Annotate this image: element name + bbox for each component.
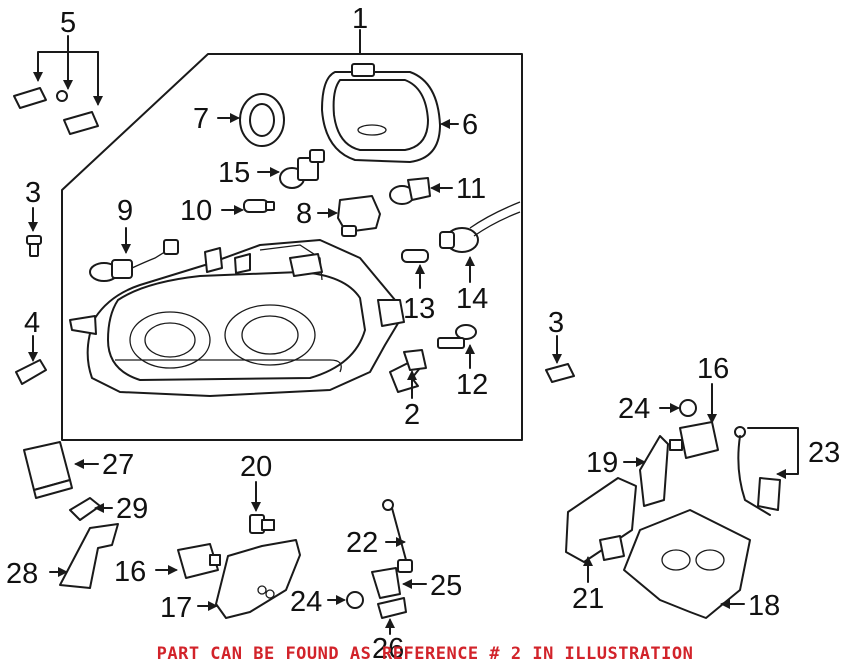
- callout-26: 26: [372, 633, 404, 665]
- part-4-screw: [15, 359, 47, 385]
- callout-18: 18: [748, 590, 780, 622]
- callout-24-left: 24: [290, 586, 322, 618]
- callout-12: 12: [456, 369, 488, 401]
- part-9-bulb-harness: [89, 239, 179, 282]
- part-11-bulb: [389, 177, 431, 205]
- callout-3-right: 3: [548, 307, 564, 339]
- part-2-bracket: [389, 349, 427, 393]
- part-24-nut-left: [346, 591, 364, 609]
- callout-2: 2: [404, 399, 420, 431]
- callout-19: 19: [586, 447, 618, 479]
- callout-21: 21: [572, 583, 604, 615]
- callout-5: 5: [60, 7, 76, 39]
- callout-22: 22: [346, 527, 378, 559]
- part-19-bracket: [639, 435, 669, 507]
- callout-11: 11: [456, 173, 486, 205]
- part-7-retaining-ring: [239, 93, 285, 147]
- part-24-nut-right: [679, 399, 697, 417]
- part-28-bracket: [59, 523, 119, 589]
- callout-8: 8: [296, 198, 312, 230]
- part-22-rod: [382, 499, 413, 573]
- callout-23: 23: [808, 437, 840, 469]
- part-16-motor-left: [177, 543, 221, 579]
- callout-16-left: 16: [114, 556, 146, 588]
- part-26-clip: [377, 597, 407, 619]
- part-3-screw-left: [26, 235, 42, 257]
- callout-4: 4: [24, 307, 40, 339]
- reference-caption: PART CAN BE FOUND AS REFERENCE # 2 IN IL…: [156, 644, 694, 664]
- part-8-socket: [337, 195, 381, 237]
- callout-numbers: 1 5 7 6 15 10 8 11 9 3 13 14 4 3 12 2 16…: [6, 3, 840, 665]
- callout-20: 20: [240, 451, 272, 483]
- callout-3-left: 3: [25, 177, 41, 209]
- part-13-lamp: [401, 249, 429, 263]
- callout-29: 29: [116, 493, 148, 525]
- callout-25: 25: [430, 570, 462, 602]
- leader-lines: [28, 35, 799, 635]
- part-3-screw-right: [545, 363, 575, 383]
- callout-16-right: 16: [697, 353, 729, 385]
- part-18-bracket: [623, 509, 751, 619]
- part-25-clip: [371, 567, 401, 599]
- callout-14: 14: [456, 283, 488, 315]
- callout-27: 27: [102, 449, 134, 481]
- part-17-bracket: [215, 539, 301, 619]
- callout-10: 10: [180, 195, 212, 227]
- headlamp-housing: [69, 239, 405, 397]
- headlamp-assembly-frame: [61, 53, 523, 441]
- callout-6: 6: [462, 109, 478, 141]
- callout-24-right: 24: [618, 393, 650, 425]
- callout-1: 1: [352, 3, 368, 35]
- part-16-motor-right: [669, 421, 719, 459]
- callout-13: 13: [403, 293, 435, 325]
- callout-7: 7: [193, 103, 209, 135]
- callout-28: 28: [6, 558, 38, 590]
- callout-17: 17: [160, 592, 192, 624]
- part-10-bulb: [243, 199, 275, 213]
- part-29-label: [69, 497, 101, 521]
- part-6-cover: [321, 63, 441, 163]
- part-21-ballast: [565, 477, 637, 563]
- part-27-module: [23, 441, 73, 499]
- part-12-screw: [437, 324, 477, 349]
- part-5-clips: [13, 87, 99, 135]
- part-15-bulb: [279, 149, 325, 189]
- callout-15: 15: [218, 157, 250, 189]
- part-14-bulb: [439, 201, 521, 253]
- part-23-link: [734, 426, 781, 516]
- callout-9: 9: [117, 195, 133, 227]
- part-20-bolt: [249, 514, 275, 534]
